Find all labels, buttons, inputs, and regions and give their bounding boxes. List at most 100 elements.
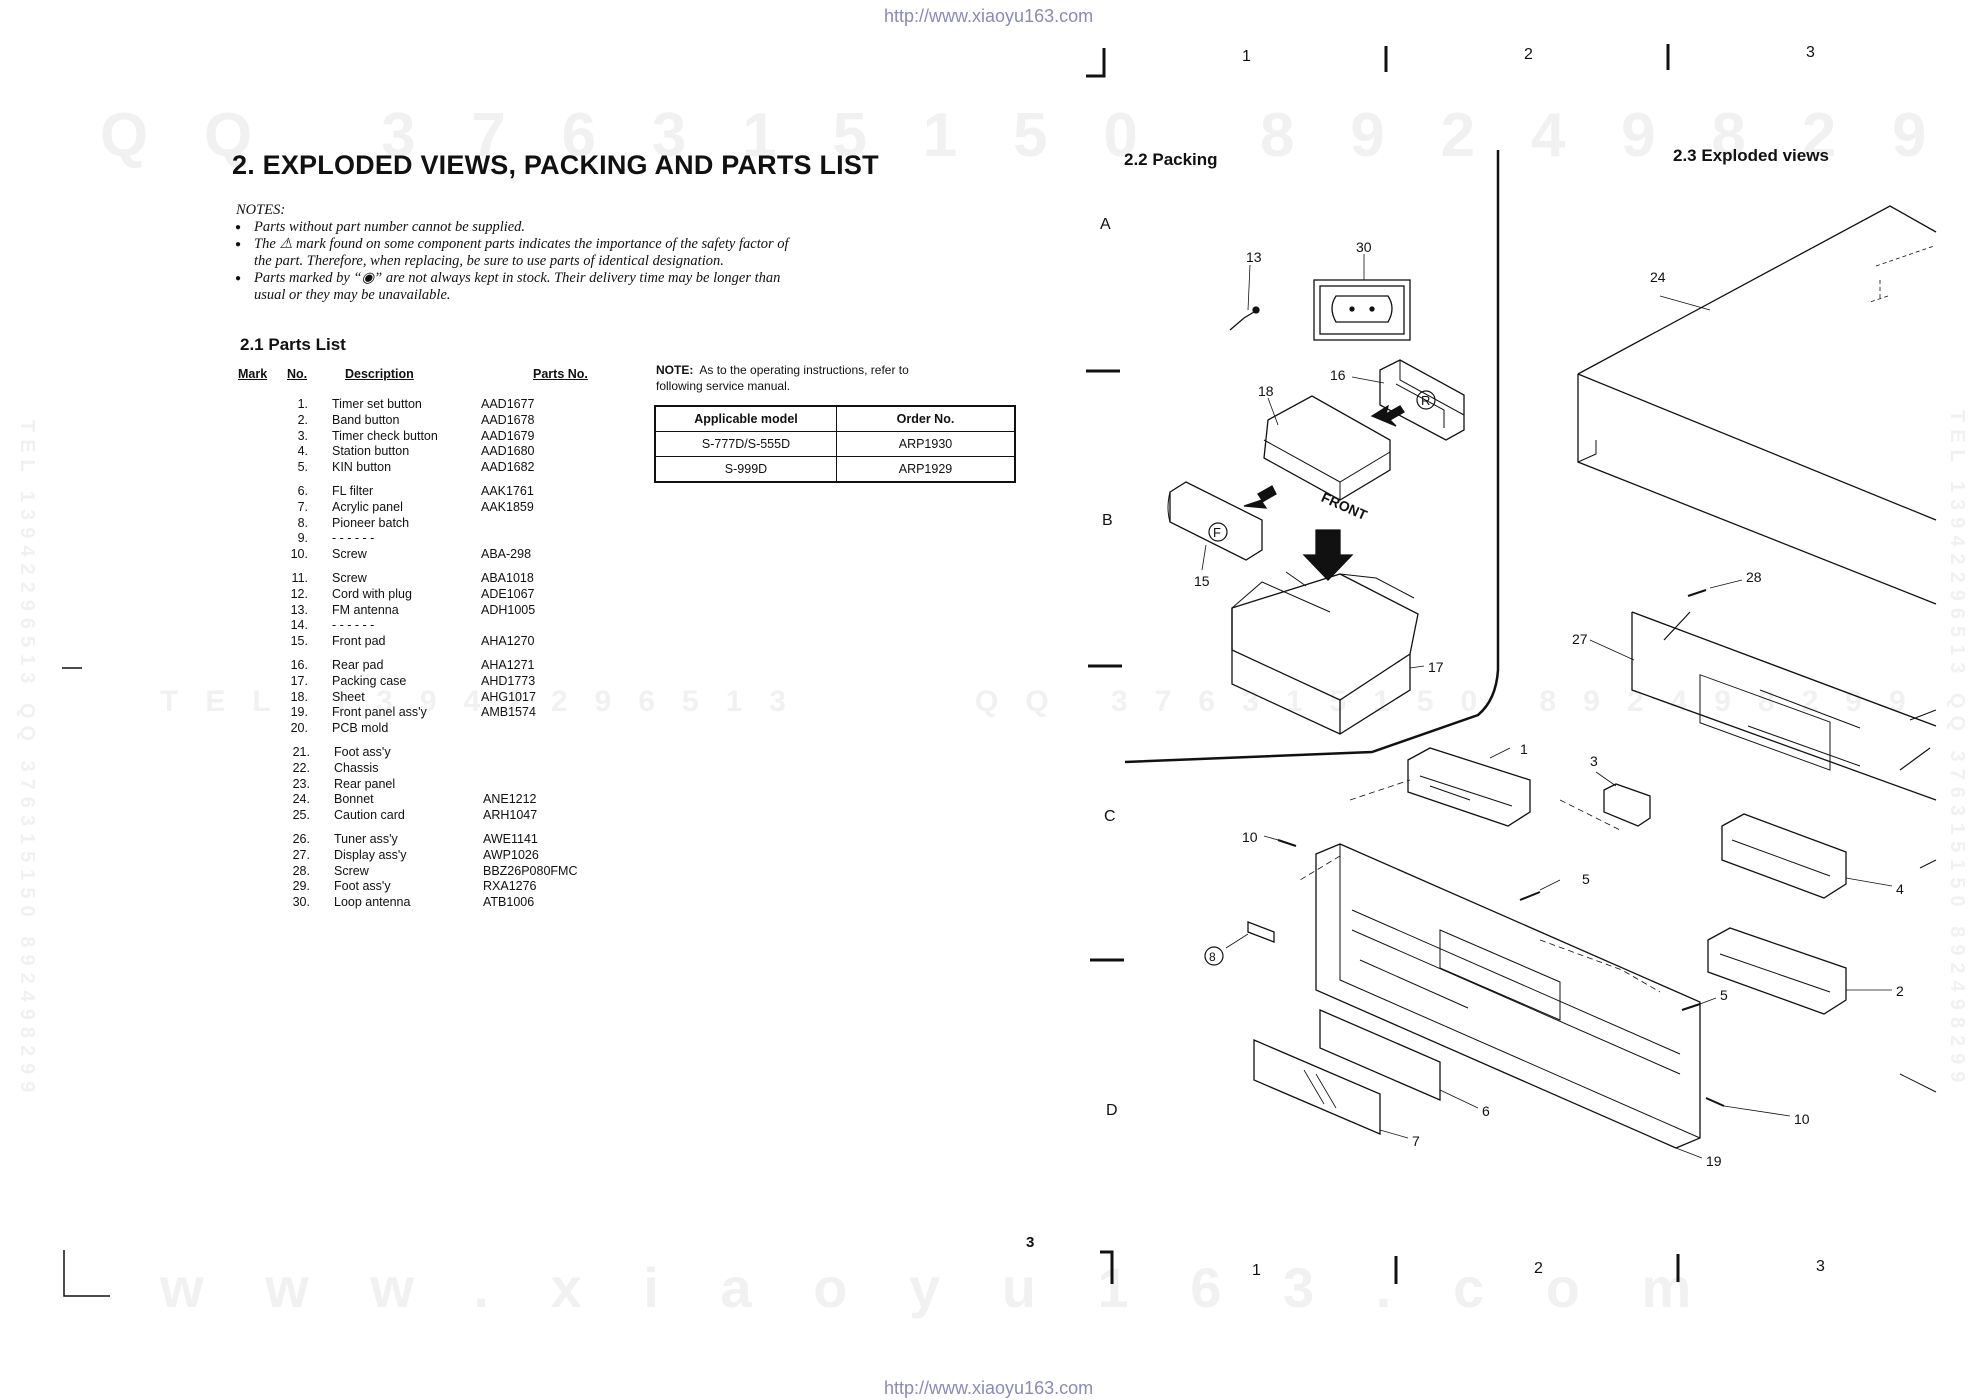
part-description: Display ass'y bbox=[334, 847, 407, 862]
label-6: 6 bbox=[1482, 1103, 1490, 1119]
col-marker-3-bottom: 3 bbox=[1816, 1258, 1825, 1275]
arrow-icon bbox=[1370, 404, 1405, 427]
display-assy-part bbox=[1631, 612, 1937, 801]
leader-line bbox=[1225, 933, 1249, 949]
part-number-index: 14. bbox=[290, 618, 308, 633]
label-24: 24 bbox=[1650, 269, 1666, 285]
note-item: Parts without part number cannot be supp… bbox=[235, 219, 791, 236]
part-order-number: AHD1773 bbox=[481, 673, 536, 688]
top-url: http://www.xiaoyu163.com bbox=[884, 6, 1094, 26]
note-item: Parts marked by “◉” are not always kept … bbox=[235, 270, 791, 304]
bonnet-part bbox=[1577, 205, 1937, 375]
arrow-icon bbox=[1243, 485, 1277, 509]
part-number-index: 24. bbox=[292, 792, 310, 807]
label-28: 28 bbox=[1746, 569, 1762, 585]
part-description: FM antenna bbox=[332, 602, 399, 617]
leader-line bbox=[1351, 376, 1385, 384]
watermark-qq-right: 892498299 bbox=[1260, 101, 1984, 170]
timer-set-button-part bbox=[1407, 747, 1531, 827]
row-marker-a: A bbox=[1100, 216, 1111, 233]
label-7: 7 bbox=[1412, 1133, 1420, 1149]
part-description: Sheet bbox=[332, 689, 365, 704]
leader-line bbox=[1699, 997, 1717, 1005]
part-order-number: ANE1212 bbox=[483, 792, 537, 807]
screw-part bbox=[1705, 1097, 1725, 1107]
col-marker-2-bottom: 2 bbox=[1534, 1260, 1543, 1277]
notes-block: NOTES: Parts without part number cannot … bbox=[235, 202, 791, 304]
packing-heading: 2.2 Packing bbox=[1124, 150, 1218, 169]
col-header-mark: Mark bbox=[238, 367, 268, 381]
label-18: 18 bbox=[1258, 383, 1274, 399]
part-order-number: AAK1761 bbox=[481, 484, 534, 498]
label-5-lower: 5 bbox=[1720, 987, 1728, 1003]
label-4: 4 bbox=[1896, 881, 1904, 897]
col-header-description: Description bbox=[345, 367, 414, 381]
part-number-index: 4. bbox=[297, 444, 308, 459]
part-number-index: 15. bbox=[290, 634, 308, 649]
label-1: 1 bbox=[1520, 741, 1528, 757]
leader-line bbox=[1539, 879, 1561, 891]
part-number-index: 11. bbox=[291, 571, 308, 585]
row-marker-c: C bbox=[1104, 808, 1116, 825]
leader-line bbox=[1267, 397, 1279, 426]
part-order-number: AAD1679 bbox=[481, 428, 535, 443]
leader-line bbox=[1659, 295, 1711, 311]
label-8: 8 bbox=[1209, 950, 1216, 964]
part-order-number: AAD1680 bbox=[481, 444, 535, 459]
part-description: Chassis bbox=[334, 760, 379, 775]
label-30: 30 bbox=[1356, 239, 1372, 255]
col-header-no: No. bbox=[287, 367, 308, 381]
bottom-url: http://www.xiaoyu163.com bbox=[884, 1378, 1094, 1398]
sheet-part bbox=[1263, 395, 1391, 501]
part-description: FL filter bbox=[332, 484, 374, 498]
part-description: Front pad bbox=[332, 634, 386, 649]
part-order-number: ABA1018 bbox=[481, 571, 534, 585]
page-number: 3 bbox=[1026, 1234, 1035, 1251]
part-number-index: 18. bbox=[290, 689, 308, 704]
part-order-number: AMB1574 bbox=[481, 705, 536, 720]
watermark-tel: TEL 13942296513 bbox=[160, 685, 813, 718]
pad-mark-r: R bbox=[1421, 393, 1430, 408]
leader-line bbox=[1595, 771, 1617, 787]
mark-8-circle bbox=[1204, 946, 1224, 966]
part-number-index: 7. bbox=[297, 499, 308, 514]
order-cell: ARP1930 bbox=[836, 431, 1016, 457]
leader-line bbox=[1439, 1089, 1479, 1109]
packing-diagram bbox=[1167, 254, 1465, 735]
part-number-index: 16. bbox=[290, 658, 308, 672]
part-order-number: AAD1682 bbox=[481, 460, 535, 475]
registration-mark bbox=[1086, 48, 1106, 78]
screw-part bbox=[1519, 891, 1541, 901]
timer-check-button-part bbox=[1603, 783, 1651, 827]
part-number-index: 9. bbox=[297, 531, 308, 546]
part-order-number: AAD1678 bbox=[481, 412, 535, 427]
col-marker-3: 3 bbox=[1806, 44, 1815, 61]
note-item: The ⚠ mark found on some component parts… bbox=[235, 236, 791, 270]
label-16: 16 bbox=[1330, 367, 1346, 383]
pad-mark-f: F bbox=[1213, 525, 1221, 540]
leader-line bbox=[1409, 665, 1425, 669]
loop-antenna-coil bbox=[1331, 295, 1393, 323]
packing-separator bbox=[1124, 150, 1500, 764]
row-marker-d: D bbox=[1106, 1102, 1118, 1119]
front-pad-part bbox=[1169, 481, 1263, 561]
leader-line bbox=[1263, 835, 1279, 841]
leader-line bbox=[1675, 1147, 1703, 1159]
label-19: 19 bbox=[1706, 1153, 1722, 1169]
part-description: Front panel ass'y bbox=[332, 705, 427, 720]
leader-line bbox=[1845, 877, 1893, 887]
screw-part bbox=[1687, 589, 1707, 597]
part-number-index: 23. bbox=[292, 776, 310, 791]
packing-case-part bbox=[1231, 573, 1419, 701]
row-marker-b: B bbox=[1102, 512, 1113, 529]
part-order-number: AHA1271 bbox=[481, 658, 535, 672]
model-cell: S-999D bbox=[654, 456, 837, 483]
part-number-index: 19. bbox=[290, 705, 308, 720]
part-description: KIN button bbox=[332, 460, 392, 475]
part-description: Loop antenna bbox=[334, 895, 411, 910]
watermark-qq-left: QQ 376315150 bbox=[100, 101, 1194, 170]
part-description: Timer check button bbox=[332, 428, 438, 443]
part-description: Screw bbox=[334, 863, 369, 878]
leader-line bbox=[1247, 264, 1251, 311]
part-description: Pioneer batch bbox=[332, 515, 410, 530]
